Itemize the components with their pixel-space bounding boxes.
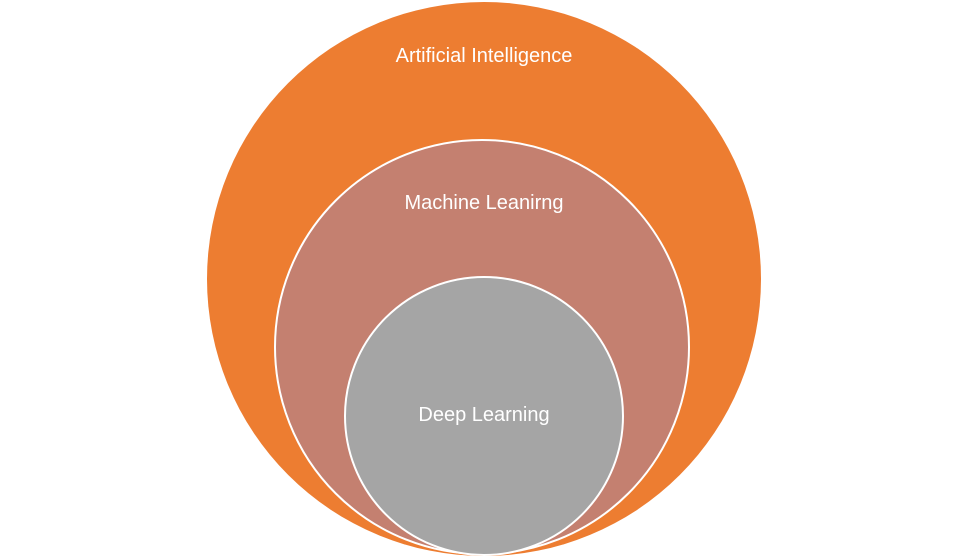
- artificial-intelligence-label: Artificial Intelligence: [395, 45, 573, 67]
- deep-learning-circle: [344, 276, 624, 556]
- machine-learning-label: Machine Leanirng: [404, 192, 564, 214]
- deep-learning-label: Deep Learning: [418, 404, 550, 426]
